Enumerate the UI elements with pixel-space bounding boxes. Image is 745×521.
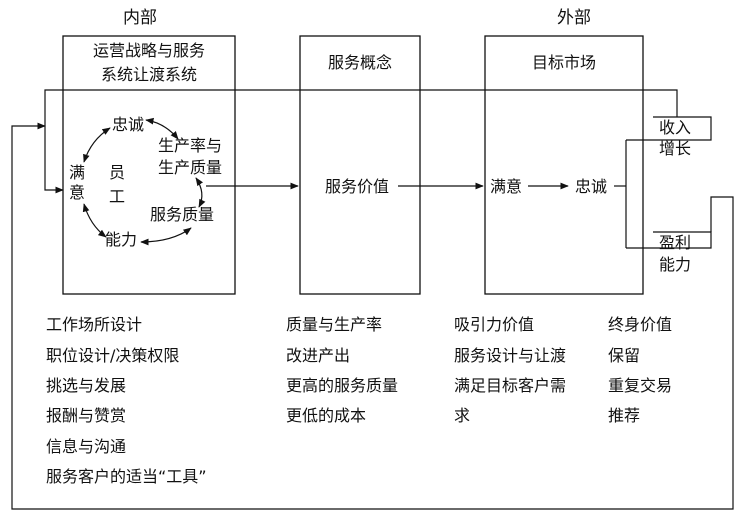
list-col4-item: 终身价值 [608,315,672,334]
list-col3-item: 服务设计与让渡 [454,346,566,365]
list-col2-item: 更高的服务质量 [286,376,398,395]
list-col4-item: 保留 [608,346,640,365]
list-col4: 终身价值 保留 重复交易 推荐 [608,315,672,425]
outcome-revenue-1: 收入 [659,118,691,137]
outcome-revenue-2: 增长 [659,139,691,158]
cycle-employee-2: 工 [109,187,125,206]
cycle-service-quality: 服务质量 [150,205,214,224]
list-col1-item: 信息与沟通 [46,437,126,456]
list-col2-item: 改进产出 [286,346,350,365]
list-col1: 工作场所设计 职位设计/决策权限 挑选与发展 报酬与赞赏 信息与沟通 服务客户的… [46,315,207,486]
bracket-top [626,116,712,141]
box-internal-title-2: 系统让渡系统 [101,65,197,84]
cycle-productivity-2: 生产质量 [158,158,222,177]
header-external: 外部 [557,8,591,28]
list-col1-item: 挑选与发展 [46,376,126,395]
box-concept-title: 服务概念 [328,53,392,72]
list-col2-item: 更低的成本 [286,406,366,425]
list-col3-item: 满足目标客户需 [454,376,566,395]
box-service-concept [299,35,421,295]
cycle-employee-1: 员 [109,163,125,182]
cycle-satisfaction-1: 满 [69,163,85,182]
header-internal: 内部 [123,8,157,28]
list-col3-item: 求 [454,406,470,425]
cycle-satisfaction-2: 意 [69,183,85,202]
cycle-loyalty: 忠诚 [112,115,144,134]
list-col2: 质量与生产率 改进产出 更高的服务质量 更低的成本 [286,315,398,425]
list-col1-item: 职位设计/决策权限 [46,346,179,365]
market-satisfaction: 满意 [490,177,522,196]
service-value-label: 服务价值 [325,177,389,196]
bracket-bottom [626,231,712,249]
cycle-arrow-quality-capability [140,227,192,246]
list-col3-item: 吸引力价值 [454,315,534,334]
list-col1-item: 报酬与赞赏 [46,406,126,425]
cycle-productivity-1: 生产率与 [158,136,222,155]
cycle-arrow-loyalty-productivity [145,117,179,140]
feedback-line-top [44,89,678,194]
cycle-arrow-productivity-quality [195,177,206,208]
cycle-arrow-capability-satisfaction [82,203,107,238]
market-loyalty: 忠诚 [575,177,607,196]
box-internal [62,35,236,295]
list-col2-item: 质量与生产率 [286,315,382,334]
box-market-title: 目标市场 [532,53,596,72]
list-col4-item: 推荐 [608,406,640,425]
list-col3: 吸引力价值 服务设计与让渡 满足目标客户需 求 [454,315,566,425]
outcome-profit-1: 盈利 [659,233,691,252]
box-internal-title-1: 运营战略与服务 [93,41,205,60]
cycle-arrow-satisfaction-loyalty [83,127,111,163]
outcome-profit-2: 能力 [659,255,691,274]
list-col4-item: 重复交易 [608,376,672,395]
cycle-capability: 能力 [105,230,137,249]
list-col1-item: 服务客户的适当“工具” [46,467,207,486]
box-target-market [484,35,644,295]
list-col1-item: 工作场所设计 [46,315,142,334]
feedback-line-bottom [11,122,734,510]
